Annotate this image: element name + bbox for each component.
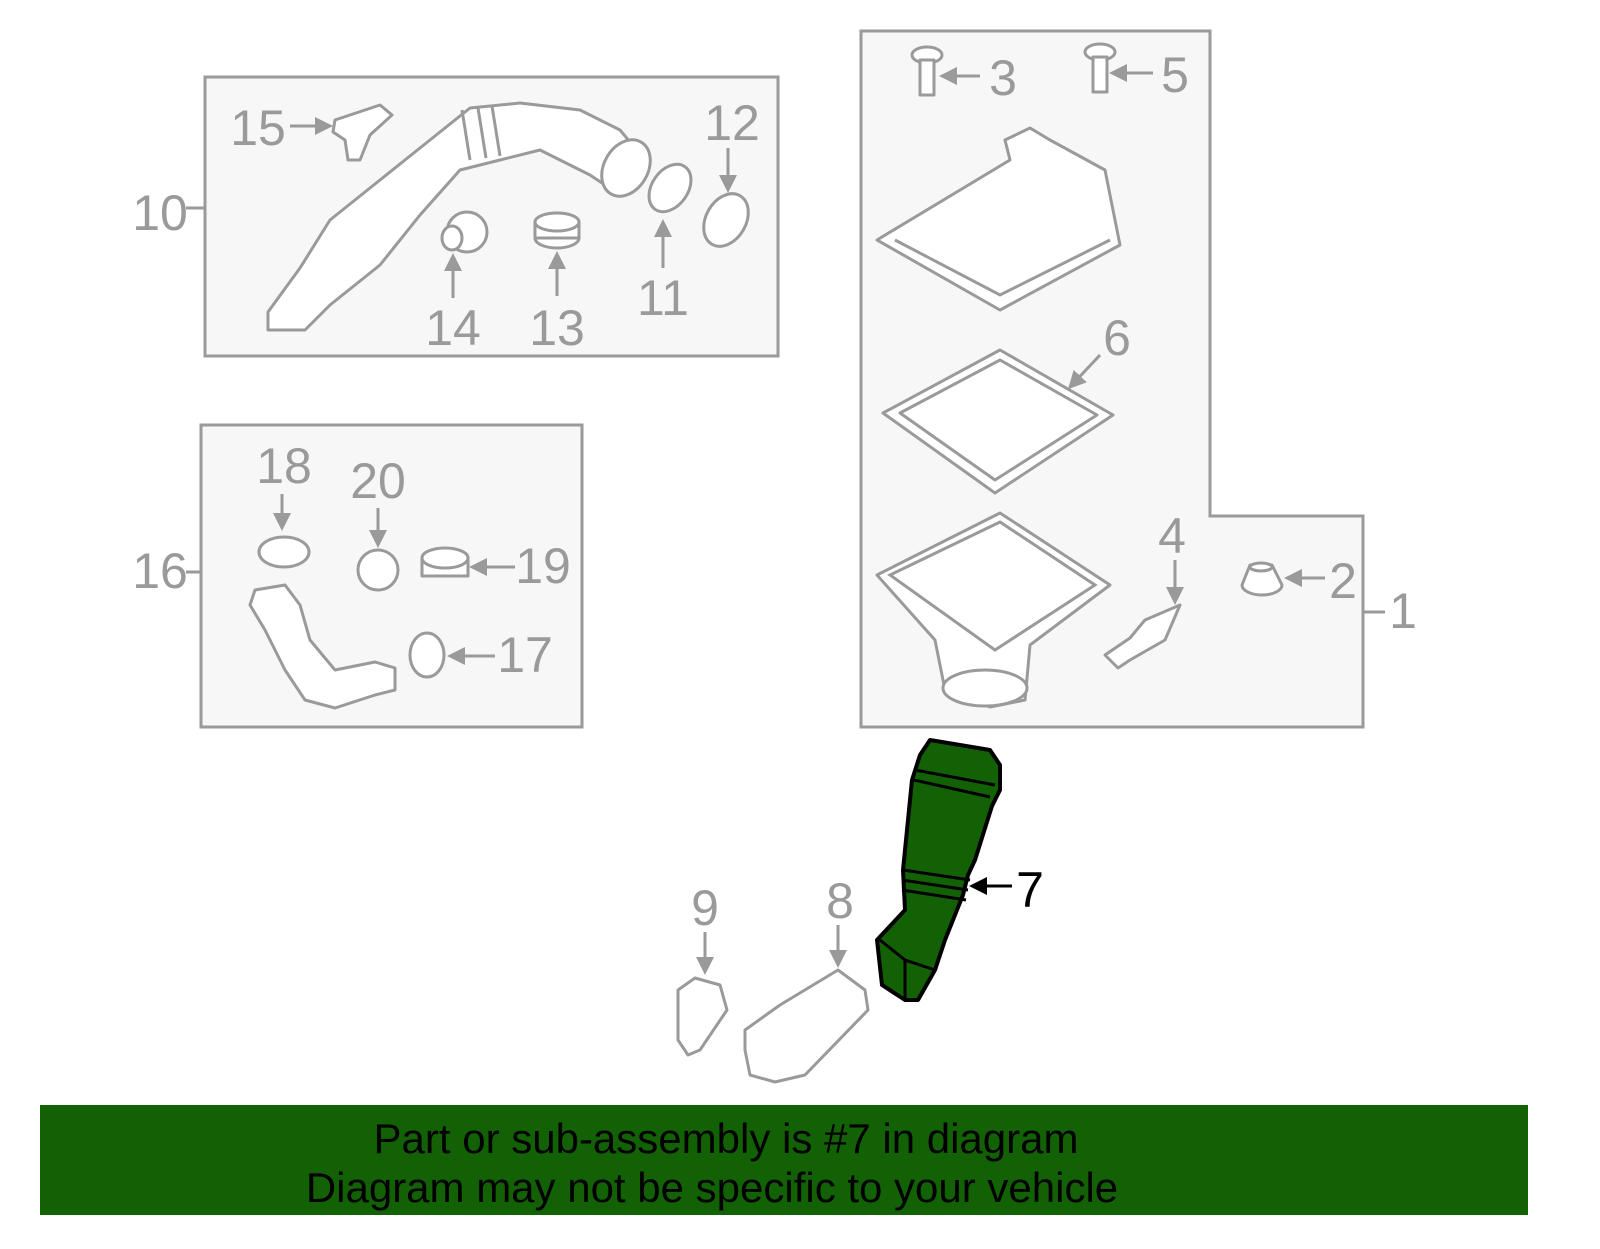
lower-housing-part[interactable] [875, 511, 1112, 709]
callout-18[interactable]: 18 [256, 438, 312, 494]
clamp-part-11[interactable] [640, 156, 699, 219]
group-box-1: 1 3 5 6 4 [859, 29, 1417, 729]
grommet-part-20[interactable] [356, 548, 400, 592]
callout-1[interactable]: 1 [1389, 583, 1417, 639]
hose-part-16[interactable] [248, 583, 397, 710]
air-filter-part-6[interactable] [881, 348, 1115, 495]
callout-16[interactable]: 16 [132, 543, 188, 599]
callout-11[interactable]: 11 [637, 270, 689, 326]
callout-9[interactable]: 9 [691, 880, 719, 936]
info-banner: Part or sub-assembly is #7 in diagram Di… [40, 1105, 1528, 1215]
screw-part-5[interactable] [1083, 42, 1117, 94]
callout-6[interactable]: 6 [1103, 310, 1131, 366]
callout-19[interactable]: 19 [515, 538, 571, 594]
callout-14[interactable]: 14 [425, 300, 481, 356]
callout-4[interactable]: 4 [1158, 508, 1186, 564]
callout-3[interactable]: 3 [989, 50, 1017, 106]
clamp-part-12[interactable] [695, 186, 758, 254]
callout-8[interactable]: 8 [826, 873, 854, 929]
callout-12[interactable]: 12 [704, 95, 760, 151]
clamp-part-18[interactable] [257, 535, 311, 569]
group-box-16: 16 18 20 19 17 [132, 423, 584, 729]
callout-13[interactable]: 13 [529, 300, 585, 356]
bracket-part-4[interactable] [1103, 603, 1182, 670]
grommet-part-2[interactable] [1240, 561, 1284, 597]
group-box-10: 10 15 14 13 11 12 [132, 75, 780, 358]
callout-7[interactable]: 7 [1016, 862, 1044, 918]
callout-15[interactable]: 15 [230, 100, 286, 156]
air-duct-part-7-highlighted[interactable] [875, 738, 1002, 1002]
deflector-part-8[interactable] [743, 968, 870, 1084]
banner-line-1: Part or sub-assembly is #7 in diagram [374, 1115, 1079, 1162]
callout-17[interactable]: 17 [497, 627, 553, 683]
callout-20[interactable]: 20 [350, 453, 406, 509]
bushing-part-13[interactable] [533, 211, 581, 250]
callout-10[interactable]: 10 [132, 185, 188, 241]
sensor-part-15[interactable] [331, 103, 394, 162]
screw-part-3[interactable] [910, 45, 944, 97]
callout-2[interactable]: 2 [1329, 553, 1357, 609]
bushing-part-19[interactable] [420, 546, 470, 578]
banner-line-2: Diagram may not be specific to your vehi… [306, 1164, 1118, 1211]
seal-part-17[interactable] [408, 631, 446, 679]
seal-part-9[interactable] [676, 976, 729, 1057]
callout-5[interactable]: 5 [1161, 47, 1189, 103]
